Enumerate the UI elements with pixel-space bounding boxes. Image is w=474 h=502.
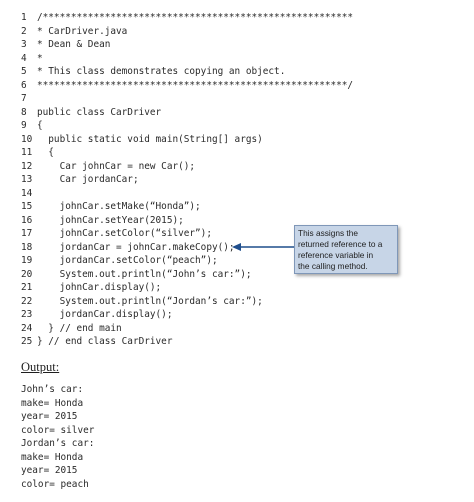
code-text: public static void main(String[] args) <box>37 133 263 145</box>
code-line: 23 jordanCar.display(); <box>0 308 474 322</box>
code-line: 9{ <box>0 119 474 133</box>
callout-line: reference variable in <box>298 250 374 260</box>
code-line: 5 * This class demonstrates copying an ob… <box>0 65 474 79</box>
annotation-callout: This assigns the returned reference to a… <box>294 225 398 274</box>
line-number: 1 <box>21 12 27 23</box>
line-number: 20 <box>21 268 33 280</box>
code-line: 11 { <box>0 146 474 160</box>
code-text: { <box>37 147 54 158</box>
code-line: 1 /**************************************… <box>0 11 474 25</box>
line-number: 24 <box>21 322 33 334</box>
code-line: 12 Car johnCar = new Car(); <box>0 160 474 174</box>
output-heading: Output: <box>21 360 60 374</box>
output-line: John’s car: <box>21 384 84 395</box>
code-text: } // end main <box>37 322 122 334</box>
line-number: 12 <box>21 160 33 172</box>
code-line: 22 System.out.println(“Jordan’s car:”); <box>0 295 474 309</box>
arrow-icon <box>232 243 294 251</box>
code-line: 24 } // end main <box>0 322 474 336</box>
line-number: 17 <box>21 228 33 239</box>
code-line: 21 johnCar.display(); <box>0 281 474 295</box>
code-line: 10 public static void main(String[] args… <box>0 133 474 147</box>
line-number: 11 <box>21 147 33 158</box>
code-text: * CarDriver.java <box>37 25 128 37</box>
code-text: * This class demonstrates copying an obj… <box>37 66 286 77</box>
line-number: 25 <box>21 336 33 347</box>
line-number: 5 <box>21 66 27 77</box>
line-number: 2 <box>21 25 27 37</box>
code-text: } // end class CarDriver <box>37 336 173 347</box>
code-line: 2 * CarDriver.java <box>0 25 474 39</box>
code-text: System.out.println(“John’s car:”); <box>37 268 252 280</box>
code-line: 16 johnCar.setYear(2015); <box>0 214 474 228</box>
code-line: 15 johnCar.setMake(“Honda”); <box>0 200 474 214</box>
code-line: 14 <box>0 187 474 201</box>
code-text: jordanCar.display(); <box>37 309 173 320</box>
code-text: johnCar.setYear(2015); <box>37 214 184 226</box>
line-number: 22 <box>21 295 33 307</box>
line-number: 13 <box>21 174 33 185</box>
code-line: 25 } // end class CarDriver <box>0 335 474 349</box>
code-line: 19 jordanCar.setColor(“peach”); <box>0 254 474 268</box>
line-number: 21 <box>21 282 33 293</box>
line-number: 16 <box>21 214 33 226</box>
line-number: 10 <box>21 133 33 145</box>
code-text: { <box>37 120 43 131</box>
code-line: 4* <box>0 52 474 66</box>
code-line: 8 public class CarDriver <box>0 106 474 120</box>
output-line: color= peach <box>21 478 89 490</box>
code-text: System.out.println(“Jordan’s car:”); <box>37 295 263 307</box>
code-text: * <box>37 52 43 64</box>
code-text: Car jordanCar; <box>37 174 139 185</box>
code-text: jordanCar.setColor(“peach”); <box>37 255 218 266</box>
line-number: 6 <box>21 79 27 91</box>
callout-line: the calling method. <box>298 261 368 271</box>
code-line: 17 johnCar.setColor(“silver”); <box>0 227 474 241</box>
code-text: johnCar.setMake(“Honda”); <box>37 201 201 212</box>
line-number: 14 <box>21 187 33 199</box>
output-line: Jordan’s car: <box>21 438 95 449</box>
code-line: 6 ***************************************… <box>0 79 474 93</box>
code-line: 20 System.out.println(“John’s car:”); <box>0 268 474 282</box>
output-line: make= Honda <box>21 397 84 409</box>
code-line: 13 Car jordanCar; <box>0 173 474 187</box>
output-line: year= 2015 <box>21 465 78 476</box>
line-number: 7 <box>21 93 27 104</box>
code-text: johnCar.display(); <box>37 282 162 293</box>
line-number: 15 <box>21 201 33 212</box>
output-line: make= Honda <box>21 451 84 463</box>
code-text: public class CarDriver <box>37 106 162 118</box>
code-line: 3 * Dean & Dean <box>0 38 474 52</box>
line-number: 9 <box>21 120 27 131</box>
line-number: 18 <box>21 241 33 253</box>
line-number: 8 <box>21 106 27 118</box>
code-line: 7 <box>0 92 474 106</box>
callout-line: This assigns the <box>298 228 358 238</box>
output-line: year= 2015 <box>21 411 78 422</box>
line-number: 23 <box>21 309 33 320</box>
line-number: 3 <box>21 39 27 50</box>
code-text: ****************************************… <box>37 79 354 91</box>
output-line: color= silver <box>21 424 95 436</box>
callout-line: returned reference to a <box>298 239 383 249</box>
code-text: Car johnCar = new Car(); <box>37 160 196 172</box>
code-text: jordanCar = johnCar.makeCopy(); <box>37 241 235 253</box>
code-text: /***************************************… <box>37 12 354 23</box>
line-number: 4 <box>21 52 27 64</box>
code-text: * Dean & Dean <box>37 39 111 50</box>
code-text: johnCar.setColor(“silver”); <box>37 228 212 239</box>
code-line: 18 jordanCar = johnCar.makeCopy(); <box>0 241 474 255</box>
line-number: 19 <box>21 255 33 266</box>
